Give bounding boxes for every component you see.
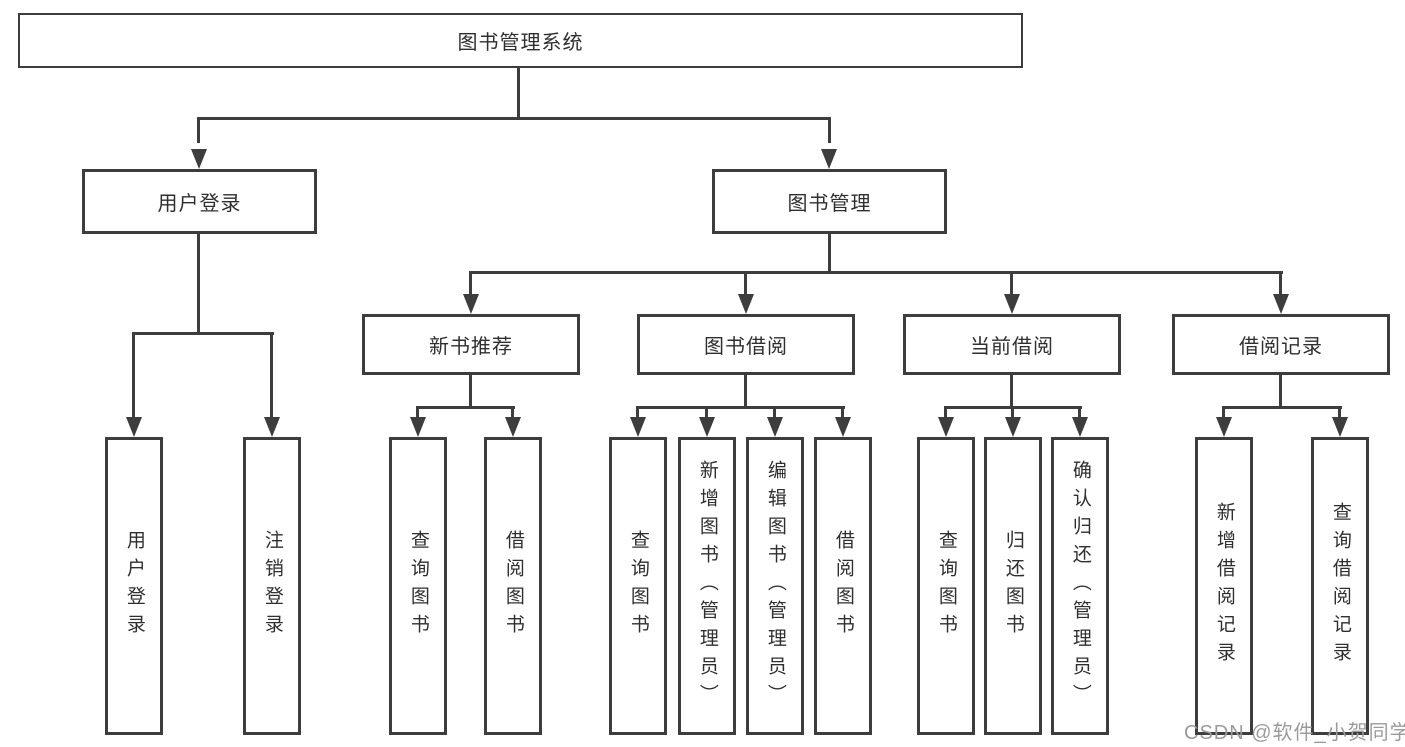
node-book-management: 图书管理: [712, 169, 947, 234]
connector-drop: [197, 117, 200, 143]
connector-drop: [636, 406, 639, 419]
node-label: 查询借阅记录: [1329, 502, 1351, 670]
connector-drop: [744, 271, 747, 296]
node-label: 编辑图书（管理员）: [764, 460, 786, 712]
connector-rail: [636, 406, 845, 409]
arrow-down-icon: [835, 417, 851, 437]
arrow-down-icon: [738, 294, 754, 314]
connector-drop: [132, 332, 135, 419]
connector-bookmgmt-stem: [828, 233, 831, 274]
node-add-book-admin: 新增图书（管理员）: [678, 437, 736, 735]
node-borrow-books-recommend: 借阅图书: [484, 437, 542, 735]
node-logout: 注销登录: [243, 437, 301, 735]
arrow-down-icon: [191, 149, 207, 169]
connector-drop: [828, 117, 831, 143]
connector-drop: [841, 406, 844, 419]
arrow-down-icon: [1004, 294, 1020, 314]
arrow-down-icon: [1072, 417, 1088, 437]
arrow-down-icon: [938, 417, 954, 437]
node-borrow-books-leaf: 借阅图书: [814, 437, 872, 735]
connector-stem: [469, 373, 472, 409]
arrow-down-icon: [630, 417, 646, 437]
node-label: 借阅记录: [1239, 336, 1323, 358]
node-label: 借阅图书: [832, 530, 854, 642]
node-label: 查询图书: [627, 530, 649, 642]
node-query-borrow-record: 查询借阅记录: [1311, 437, 1369, 735]
connector-rail: [416, 406, 515, 409]
connector-drop: [1222, 406, 1225, 419]
node-label: 新增图书（管理员）: [696, 460, 718, 712]
connector-drop: [1011, 406, 1014, 419]
node-query-books-recommend: 查询图书: [389, 437, 447, 735]
arrow-down-icon: [463, 294, 479, 314]
node-label: 图书管理: [787, 193, 872, 215]
node-return-books: 归还图书: [984, 437, 1042, 735]
connector-drop: [1010, 271, 1013, 296]
node-label: 查询图书: [935, 530, 957, 642]
node-label: 查询图书: [407, 530, 429, 642]
connector-drop: [416, 406, 419, 419]
node-label: 确认归还（管理员）: [1069, 460, 1091, 712]
node-label: 借阅图书: [502, 530, 524, 642]
node-label: 注销登录: [261, 530, 283, 642]
arrow-down-icon: [505, 417, 521, 437]
connector-drop: [705, 406, 708, 419]
arrow-down-icon: [1216, 417, 1232, 437]
node-query-books-borrow: 查询图书: [609, 437, 667, 735]
node-label: 新增借阅记录: [1213, 502, 1235, 670]
node-book-borrow: 图书借阅: [637, 314, 855, 375]
node-confirm-return-admin: 确认归还（管理员）: [1051, 437, 1109, 735]
arrow-down-icon: [699, 417, 715, 437]
node-edit-book-admin: 编辑图书（管理员）: [746, 437, 804, 735]
arrow-down-icon: [1273, 294, 1289, 314]
connector-root-rail: [197, 117, 831, 120]
node-user-login: 用户登录: [82, 169, 317, 234]
node-add-borrow-record: 新增借阅记录: [1195, 437, 1253, 735]
connector-drop: [511, 406, 514, 419]
connector-rail: [1222, 406, 1342, 409]
connector-userlogin-stem: [197, 233, 200, 335]
connector-root-stem: [517, 66, 520, 120]
node-label: 当前借阅: [970, 336, 1054, 358]
connector-drop: [469, 271, 472, 296]
connector-bookmgmt-rail: [469, 271, 1283, 274]
arrow-down-icon: [1332, 417, 1348, 437]
node-label: 归还图书: [1002, 530, 1024, 642]
node-label: 用户登录: [123, 530, 145, 642]
watermark: CSDN @软件_小贺同学: [1184, 722, 1405, 744]
arrow-down-icon: [767, 417, 783, 437]
node-label: 图书管理系统: [457, 32, 584, 54]
node-query-books-current: 查询图书: [917, 437, 975, 735]
connector-drop: [944, 406, 947, 419]
node-book-management-system: 图书管理系统: [18, 13, 1023, 68]
node-borrow-records: 借阅记录: [1172, 314, 1390, 375]
connector-drop: [270, 332, 273, 419]
arrow-down-icon: [1005, 417, 1021, 437]
arrow-down-icon: [126, 417, 142, 437]
connector-stem: [1010, 373, 1013, 409]
node-label: 图书借阅: [704, 336, 788, 358]
connector-userlogin-rail: [132, 332, 274, 335]
connector-stem: [744, 373, 747, 409]
node-user-login-leaf: 用户登录: [105, 437, 163, 735]
connector-drop: [1338, 406, 1341, 419]
connector-drop: [1279, 271, 1282, 296]
connector-drop: [773, 406, 776, 419]
connector-stem: [1279, 373, 1282, 409]
connector-drop: [1078, 406, 1081, 419]
arrow-down-icon: [410, 417, 426, 437]
node-new-book-recommend: 新书推荐: [362, 314, 580, 375]
arrow-down-icon: [821, 149, 837, 169]
arrow-down-icon: [264, 417, 280, 437]
node-label: 新书推荐: [429, 336, 513, 358]
node-label: 用户登录: [157, 193, 242, 215]
node-current-borrow: 当前借阅: [903, 314, 1121, 375]
